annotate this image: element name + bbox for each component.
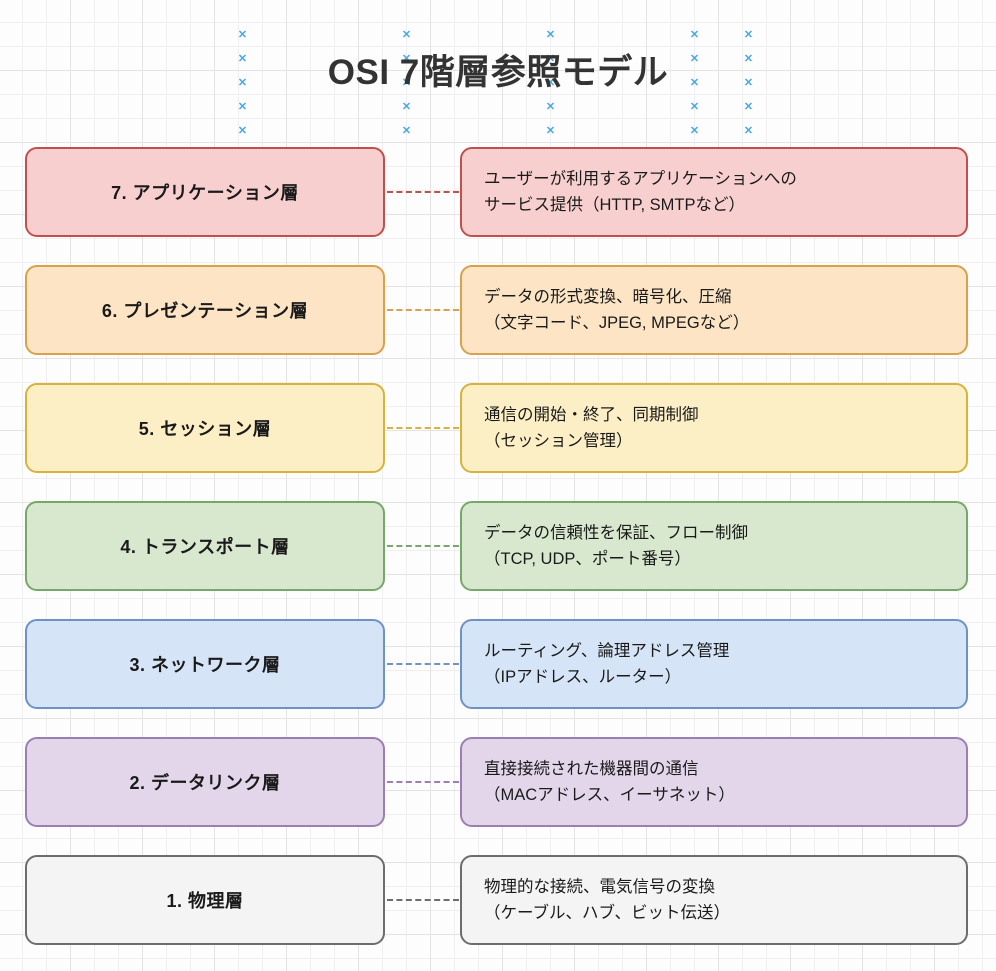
x-marker-icon: ✕ <box>743 125 754 137</box>
layer-description-box[interactable]: ユーザーが利用するアプリケーションへのサービス提供（HTTP, SMTPなど） <box>460 147 968 237</box>
layer-name-label: 1. 物理層 <box>166 891 244 911</box>
layer-name-box[interactable]: 6. プレゼンテーション層 <box>25 265 385 355</box>
x-marker-icon: ✕ <box>545 125 556 137</box>
x-marker-icon: ✕ <box>545 29 556 41</box>
layer-description-line-1: データの信頼性を保証、フロー制御 <box>484 523 748 542</box>
layer-connector-line <box>387 309 459 311</box>
layer-description-line-1: 物理的な接続、電気信号の変換 <box>484 877 715 896</box>
x-marker-icon: ✕ <box>237 29 248 41</box>
layer-name-label: 6. プレゼンテーション層 <box>101 301 309 321</box>
x-marker-icon: ✕ <box>689 53 700 65</box>
x-marker-icon: ✕ <box>545 53 556 65</box>
layer-description-box[interactable]: 通信の開始・終了、同期制御 （セッション管理） <box>460 383 968 473</box>
layer-name-label: 5. セッション層 <box>138 419 272 439</box>
layer-description-box[interactable]: ルーティング、論理アドレス管理 （IPアドレス、ルーター） <box>460 619 968 709</box>
osi-layer-row: 4. トランスポート層 データの信頼性を保証、フロー制御 （TCP, UDP、ポート… <box>0 501 996 593</box>
layer-name-label: 4. トランスポート層 <box>120 537 290 557</box>
layer-name-label: 2. データリンク層 <box>129 773 281 793</box>
layer-name-box[interactable]: 3. ネットワーク層 <box>25 619 385 709</box>
layer-connector-line <box>387 427 459 429</box>
x-marker-icon: ✕ <box>743 77 754 89</box>
x-marker-icon: ✕ <box>401 101 412 113</box>
x-marker-icon: ✕ <box>545 77 556 89</box>
layer-description-line-2: （文字コード、JPEG, MPEGなど） <box>484 314 750 332</box>
x-marker-icon: ✕ <box>237 101 248 113</box>
osi-layer-row: 6. プレゼンテーション層 データの形式変換、暗号化、圧縮 （文字コード、JPEG,… <box>0 265 996 357</box>
layer-description-line-1: ルーティング、論理アドレス管理 <box>484 641 730 660</box>
layer-description-box[interactable]: 直接接続された機器間の通信 （MACアドレス、イーサネット） <box>460 737 968 827</box>
x-marker-icon: ✕ <box>689 101 700 113</box>
layer-description-line-1: データの形式変換、暗号化、圧縮 <box>484 287 732 306</box>
layer-connector-line <box>387 663 459 665</box>
layer-description-line-2: サービス提供（HTTP, SMTPなど） <box>484 196 745 214</box>
layer-description-line-2: （セッション管理） <box>484 432 633 450</box>
layer-description-line-1: ユーザーが利用するアプリケーションへの <box>484 169 797 188</box>
x-marker-icon: ✕ <box>237 77 248 89</box>
x-marker-icon: ✕ <box>743 53 754 65</box>
layer-name-box[interactable]: 2. データリンク層 <box>25 737 385 827</box>
layer-description-line-1: 通信の開始・終了、同期制御 <box>484 405 699 424</box>
x-marker-icon: ✕ <box>401 125 412 137</box>
layer-connector-line <box>387 545 459 547</box>
layer-description-line-2: （IPアドレス、ルーター） <box>484 668 682 686</box>
layer-description-line-1: 直接接続された機器間の通信 <box>484 759 699 778</box>
osi-layer-row: 3. ネットワーク層 ルーティング、論理アドレス管理 （IPアドレス、ルーター） <box>0 619 996 711</box>
x-marker-icon: ✕ <box>545 101 556 113</box>
x-marker-icon: ✕ <box>237 53 248 65</box>
osi-layer-row: 7. アプリケーション層 ユーザーが利用するアプリケーションへのサービス提供（HT… <box>0 147 996 239</box>
layer-name-box[interactable]: 7. アプリケーション層 <box>25 147 385 237</box>
x-marker-icon: ✕ <box>689 29 700 41</box>
layer-name-label: 7. アプリケーション層 <box>111 183 299 203</box>
layer-description-line-2: （MACアドレス、イーサネット） <box>484 786 735 804</box>
x-marker-icon: ✕ <box>237 125 248 137</box>
layer-name-box[interactable]: 4. トランスポート層 <box>25 501 385 591</box>
layer-description-box[interactable]: データの形式変換、暗号化、圧縮 （文字コード、JPEG, MPEGなど） <box>460 265 968 355</box>
osi-layer-row: 1. 物理層 物理的な接続、電気信号の変換 （ケーブル、ハブ、ビット伝送） <box>0 855 996 947</box>
layer-name-label: 3. ネットワーク層 <box>129 655 281 675</box>
layer-name-box[interactable]: 5. セッション層 <box>25 383 385 473</box>
layer-description-line-2: （ケーブル、ハブ、ビット伝送） <box>484 904 731 922</box>
osi-layer-row: 2. データリンク層 直接接続された機器間の通信 （MACアドレス、イーサネット） <box>0 737 996 829</box>
x-marker-icon: ✕ <box>401 53 412 65</box>
x-marker-icon: ✕ <box>401 29 412 41</box>
x-marker-icon: ✕ <box>401 77 412 89</box>
page-title: OSI 7階層参照モデル <box>327 53 669 92</box>
layer-connector-line <box>387 899 459 901</box>
layer-connector-line <box>387 191 459 193</box>
layer-description-box[interactable]: 物理的な接続、電気信号の変換 （ケーブル、ハブ、ビット伝送） <box>460 855 968 945</box>
layer-name-box[interactable]: 1. 物理層 <box>25 855 385 945</box>
layer-description-line-2: （TCP, UDP、ポート番号） <box>484 550 691 568</box>
osi-layer-row: 5. セッション層 通信の開始・終了、同期制御 （セッション管理） <box>0 383 996 475</box>
x-marker-icon: ✕ <box>689 77 700 89</box>
x-marker-icon: ✕ <box>689 125 700 137</box>
layer-description-box[interactable]: データの信頼性を保証、フロー制御 （TCP, UDP、ポート番号） <box>460 501 968 591</box>
x-marker-icon: ✕ <box>743 101 754 113</box>
layer-connector-line <box>387 781 459 783</box>
x-marker-icon: ✕ <box>743 29 754 41</box>
